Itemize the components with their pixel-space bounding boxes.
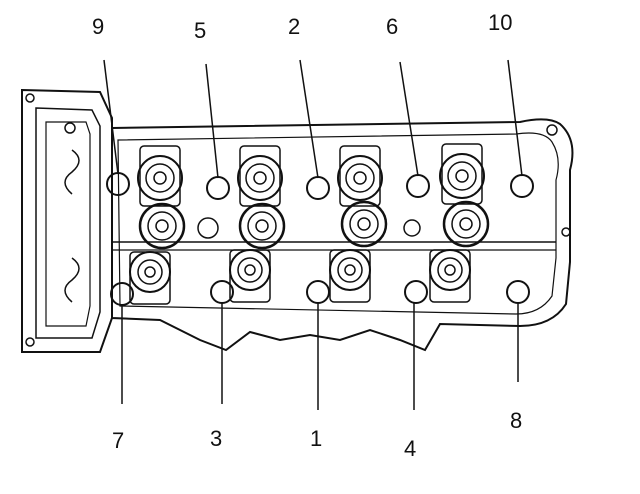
bolt-4 — [404, 280, 428, 304]
callout-3: 3 — [210, 426, 222, 451]
bearing-caps — [129, 143, 483, 305]
bolt-10 — [510, 174, 534, 198]
callout-10: 10 — [488, 10, 512, 35]
callout-4: 4 — [404, 436, 416, 461]
callout-2: 2 — [288, 14, 300, 39]
callout-7: 7 — [112, 428, 124, 453]
bolt-5 — [206, 176, 230, 200]
bolt-6 — [406, 174, 430, 198]
cam-journals-upper — [137, 153, 485, 201]
bolt-1 — [306, 280, 330, 304]
spark-plug-wells — [138, 200, 490, 250]
head-bolts — [106, 172, 534, 306]
callout-5: 5 — [194, 18, 206, 43]
callout-8: 8 — [510, 408, 522, 433]
bolt-2 — [306, 176, 330, 200]
bolt-8 — [506, 280, 530, 304]
callout-6: 6 — [386, 14, 398, 39]
callout-9: 9 — [92, 14, 104, 39]
callout-numbers: 9 5 2 6 10 7 3 1 4 8 — [92, 10, 522, 461]
leader-lines — [103, 59, 523, 410]
head-end-plate — [21, 88, 113, 353]
cam-journals-lower — [129, 249, 471, 293]
callout-1: 1 — [310, 426, 322, 451]
